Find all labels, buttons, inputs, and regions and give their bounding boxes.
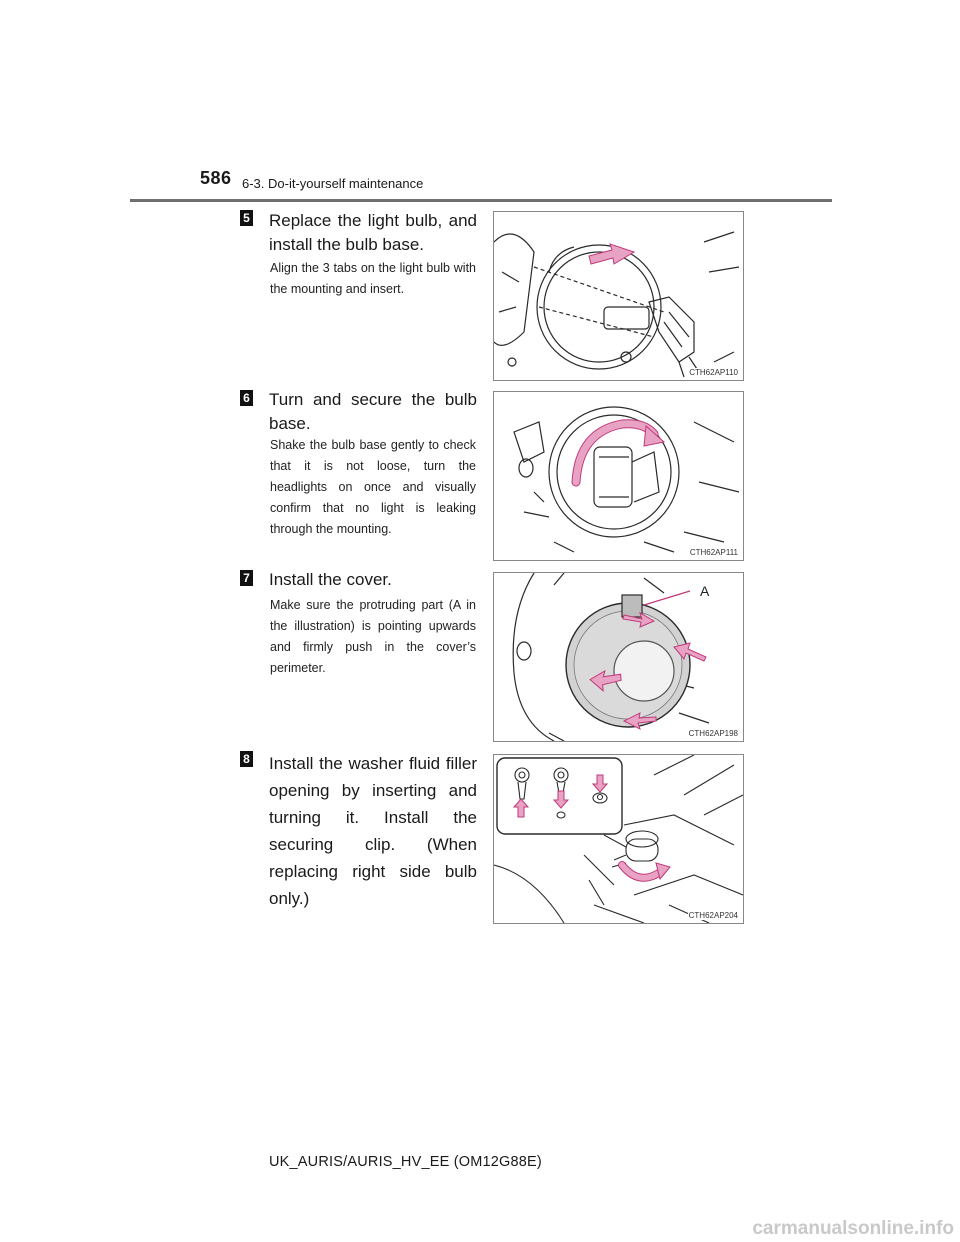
step-6-title: Turn and secure the bulb base. xyxy=(269,390,477,433)
headlight-bulb-insert-illustration xyxy=(494,231,740,378)
document-code: UK_AURIS/AURIS_HV_EE (OM12G88E) xyxy=(269,1154,542,1170)
step-8-badge: 8 xyxy=(240,751,253,767)
step-6-note: Shake the bulb base gently to check that… xyxy=(270,438,476,536)
step-7-title: Install the cover. xyxy=(269,570,392,589)
watermark: carmanualsonline.info xyxy=(752,1218,954,1239)
step-7-figure: A CTH62AP198 xyxy=(493,572,744,742)
bulb-base-rotate-illustration xyxy=(513,406,740,553)
step-6-figure-code: CTH62AP111 xyxy=(688,548,739,557)
header-divider xyxy=(130,199,832,202)
section-title: 6-3. Do-it-yourself maintenance xyxy=(242,176,424,191)
step-5-figure-code: CTH62AP110 xyxy=(688,368,739,377)
step-5-note: Align the 3 tabs on the light bulb with … xyxy=(270,261,476,296)
headlight-cover-install-illustration: A xyxy=(512,573,710,741)
step-5-figure: CTH62AP110 xyxy=(493,211,744,381)
step-7-figure-code: CTH62AP198 xyxy=(687,729,739,738)
page-number: 586 xyxy=(200,168,232,188)
figure-label-a: A xyxy=(700,583,710,599)
washer-filler-clip-illustration xyxy=(494,755,743,923)
step-7-note: Make sure the protruding part (A in the … xyxy=(270,598,476,675)
step-6-figure: CTH62AP111 xyxy=(493,391,744,561)
step-8-figure: CTH62AP204 xyxy=(493,754,744,924)
step-7-badge: 7 xyxy=(240,570,253,586)
step-6-badge: 6 xyxy=(240,390,253,406)
step-8-title: Install the washer fluid filler opening … xyxy=(269,754,477,908)
step-5-badge: 5 xyxy=(240,210,253,226)
step-5-title: Replace the light bulb, and install the … xyxy=(269,211,477,254)
step-8-figure-code: CTH62AP204 xyxy=(687,911,739,920)
